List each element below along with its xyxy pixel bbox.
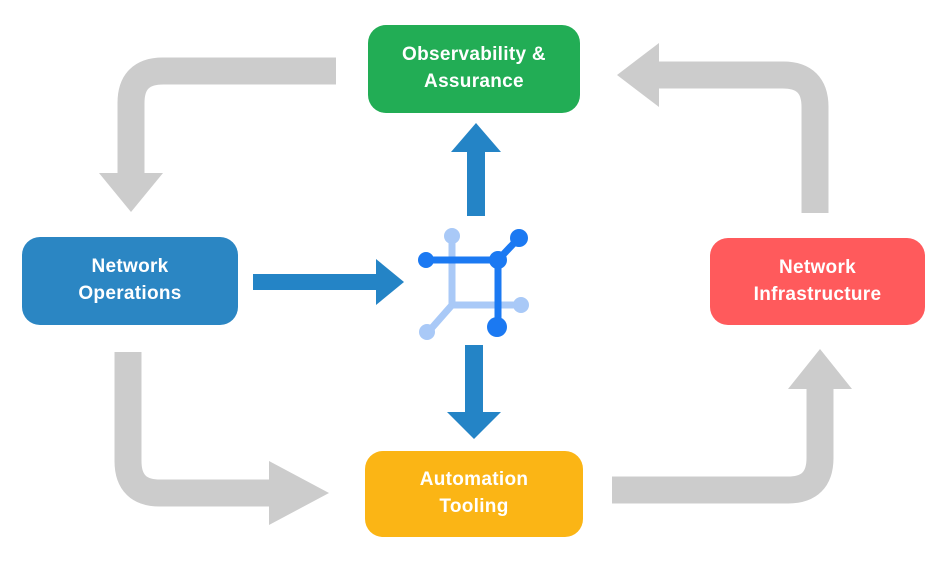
icon-light-node-top bbox=[444, 228, 460, 244]
icon-light-node-bottom-left bbox=[419, 324, 435, 340]
arrowhead-up-icon bbox=[451, 123, 501, 152]
icon-dark-node-left bbox=[418, 252, 434, 268]
arrowhead-down-icon bbox=[99, 173, 163, 212]
icon-dark-frame bbox=[424, 256, 502, 326]
arrowhead-right-icon bbox=[269, 461, 329, 525]
icon-dark-node-top-right bbox=[510, 229, 528, 247]
node-network-infrastructure: Network Infrastructure bbox=[710, 238, 925, 325]
node-observability-assurance: Observability & Assurance bbox=[368, 25, 580, 113]
icon-dark-node-corner bbox=[489, 251, 507, 269]
icon-dark-node-bottom bbox=[487, 317, 507, 337]
arrow-operations-to-center bbox=[253, 259, 404, 305]
arrow-center-to-automation bbox=[447, 345, 501, 439]
arrow-observability-to-operations bbox=[99, 57, 336, 212]
node-network-operations: Network Operations bbox=[22, 237, 238, 325]
network-fabric-icon bbox=[418, 228, 529, 340]
icon-light-diagonal bbox=[426, 301, 456, 334]
arrowhead-right-icon bbox=[376, 259, 404, 305]
icon-light-node-right bbox=[513, 297, 529, 313]
arrow-automation-to-infrastructure bbox=[612, 349, 852, 504]
arrowhead-left-icon bbox=[617, 43, 659, 107]
arrowhead-up-icon bbox=[788, 349, 852, 389]
arrowhead-down-icon bbox=[447, 412, 501, 439]
node-automation-tooling: Automation Tooling bbox=[365, 451, 583, 537]
arrow-infrastructure-to-observability bbox=[617, 43, 829, 213]
arrow-operations-to-automation bbox=[114, 352, 329, 525]
arrow-center-to-observability bbox=[451, 123, 501, 216]
